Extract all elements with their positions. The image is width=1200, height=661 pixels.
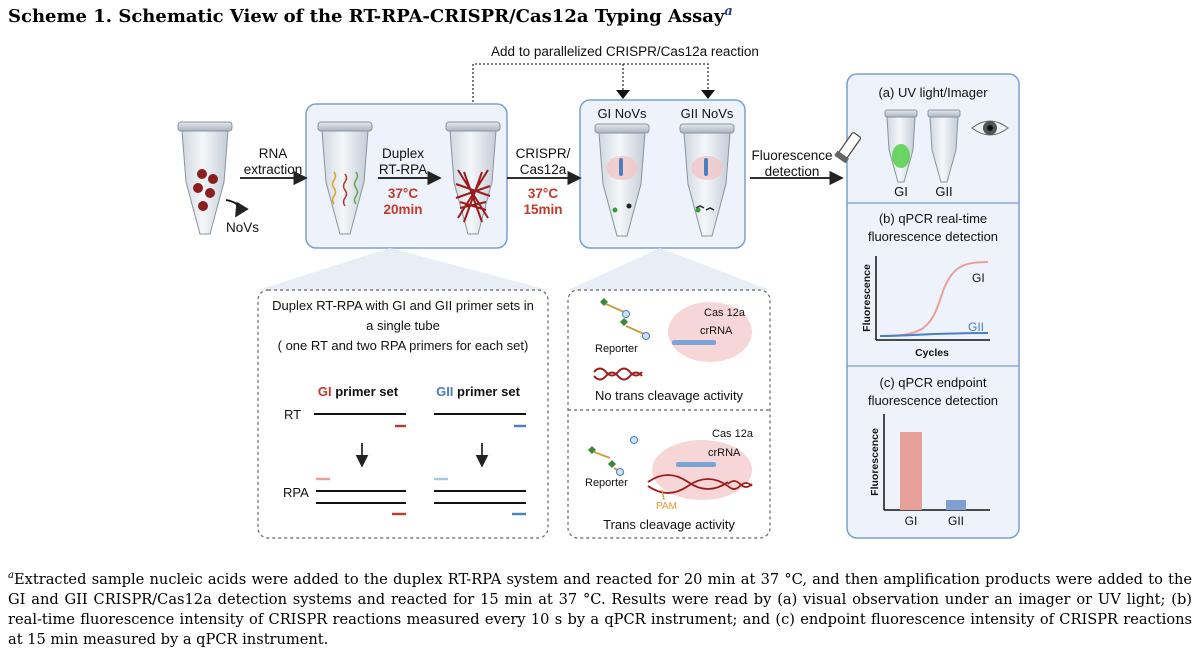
arrow-to-gi: [616, 90, 630, 99]
result-b-gii: GII: [968, 320, 984, 334]
caption-text: Extracted sample nucleic acids were adde…: [8, 570, 1192, 648]
result-a-gii: GII: [935, 184, 952, 199]
result-a-gi: GI: [894, 184, 908, 199]
gii-primer-set-label: GII primer set: [436, 384, 520, 399]
result-b-ylabel: Fluorescence: [861, 264, 873, 332]
fluor-label-1: Fluorescence: [751, 148, 832, 163]
reporter-label-top: Reporter: [595, 343, 638, 355]
eye-icon: [971, 120, 1009, 136]
duplex-label-2: RT-RPA: [379, 162, 427, 177]
result-c-title-1: (c) qPCR endpoint: [880, 375, 987, 390]
gii-crispr-tube: [679, 123, 735, 237]
duplex-temp: 37°C: [388, 186, 418, 201]
rpa-desc-3: ( one RT and two RPA primers for each se…: [278, 338, 529, 353]
top-note: Add to parallelized CRISPR/Cas12a reacti…: [491, 44, 759, 59]
novs-label: NoVs: [226, 220, 259, 235]
crispr-time: 15min: [523, 202, 562, 217]
gi-endpoint-bar: [900, 432, 922, 510]
gi-crispr-tube: [594, 123, 650, 237]
crispr-label-1: CRISPR/: [516, 146, 571, 161]
result-b-gi: GI: [972, 271, 985, 285]
amplified-tube: [445, 121, 501, 235]
rna-extraction-label-2: extraction: [244, 162, 303, 177]
caption-footnote-mark: a: [8, 570, 14, 581]
crispr-temp: 37°C: [528, 186, 558, 201]
duplex-label-1: Duplex: [382, 146, 424, 161]
result-c-gi: GI: [905, 514, 918, 528]
uv-flashlight-icon: [834, 132, 862, 164]
gi-novs-label: GI NoVs: [597, 106, 647, 121]
top-dotted-connector: [472, 63, 709, 122]
results-box: [846, 73, 1020, 539]
rt-label: RT: [284, 407, 301, 422]
gi-uv-tube: [884, 109, 918, 183]
cas12a-label-bottom: Cas 12a: [712, 428, 754, 440]
gii-realtime-curve: [879, 332, 989, 337]
result-a-title: (a) UV light/Imager: [878, 85, 988, 100]
duplex-time: 20min: [383, 202, 422, 217]
gi-realtime-curve: [879, 261, 989, 337]
scheme-title: Scheme 1. Schematic View of the RT-RPA-C…: [8, 4, 733, 27]
gii-endpoint-bar: [946, 500, 966, 510]
trans-label: Trans cleavage activity: [603, 517, 735, 532]
gi-primer-set-label: GI primer set: [318, 384, 399, 399]
crrna-label-top: crRNA: [700, 325, 733, 337]
result-c-gii: GII: [948, 514, 964, 528]
scheme-title-text: Scheme 1. Schematic View of the RT-RPA-C…: [8, 6, 725, 27]
assay-schematic: Add to parallelized CRISPR/Cas12a reacti…: [177, 44, 1020, 539]
pam-label: PAM: [656, 501, 677, 512]
cas12a-label-top: Cas 12a: [704, 307, 746, 319]
no-trans-label: No trans cleavage activity: [595, 388, 744, 403]
rpa-desc-2: a single tube: [366, 318, 440, 333]
gii-novs-label: GII NoVs: [681, 106, 734, 121]
result-b-xlabel: Cycles: [915, 347, 949, 359]
result-b-title-2: fluorescence detection: [868, 229, 998, 244]
scheme-caption: aExtracted sample nucleic acids were add…: [8, 566, 1192, 650]
result-c-ylabel: Fluorescence: [869, 428, 881, 496]
fluor-label-2: detection: [765, 164, 820, 179]
novs-arrow: [225, 199, 249, 218]
rpa-projection: [258, 248, 548, 290]
rpa-label: RPA: [283, 485, 309, 500]
rna-extraction-label-1: RNA: [259, 146, 288, 161]
crrna-label-bottom: crRNA: [708, 447, 741, 459]
title-footnote-mark: a: [724, 4, 733, 19]
gii-uv-tube: [927, 109, 961, 183]
arrow-to-gii: [701, 90, 715, 99]
rna-tube: [317, 121, 373, 235]
sample-tube: [177, 121, 233, 235]
result-b-title-1: (b) qPCR real-time: [879, 211, 987, 226]
crispr-label-2: Cas12a: [520, 162, 567, 177]
rpa-desc-1: Duplex RT-RPA with GI and GII primer set…: [272, 298, 534, 313]
reporter-label-bottom: Reporter: [585, 477, 628, 489]
result-c-title-2: fluorescence detection: [868, 393, 998, 408]
crispr-projection: [568, 248, 770, 290]
